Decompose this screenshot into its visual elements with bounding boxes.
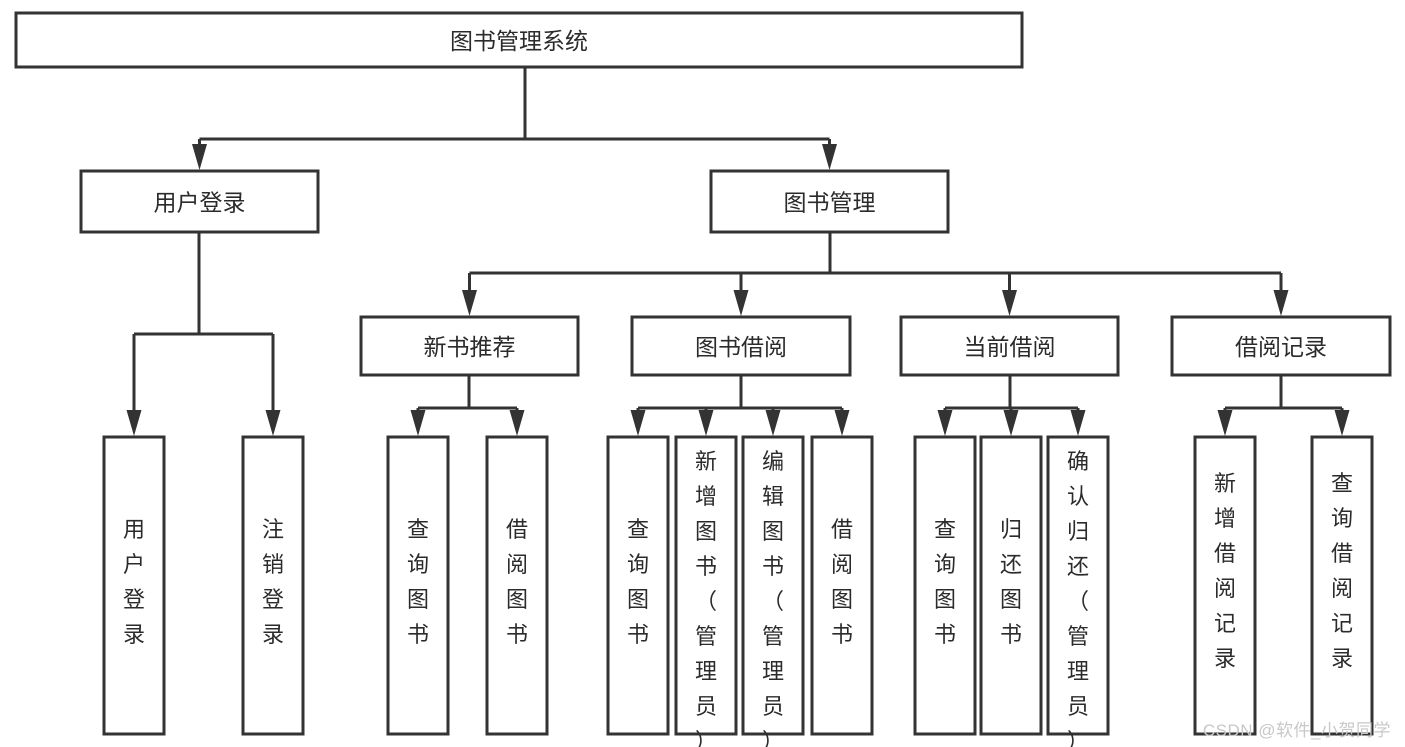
node-leaf-leaf-borrow-book-recommend[interactable]: 借阅图书 [485, 435, 549, 736]
node-leaf-leaf-user-login[interactable]: 用户登录 [102, 435, 166, 736]
node-leaf-leaf-edit-book[interactable]: 编辑图书（管理员） [741, 435, 805, 747]
node-box[interactable] [14, 11, 1024, 69]
node-box[interactable] [1170, 315, 1392, 377]
node-label: 归还图书 [1000, 517, 1022, 647]
arrow-head-icon [1334, 410, 1350, 436]
arrow-head-icon [1217, 410, 1233, 436]
node-leaf-leaf-query-book-current[interactable]: 查询图书 [913, 435, 977, 736]
arrow-head-icon [1002, 290, 1017, 316]
node-label: 新增图书（管理员） [695, 449, 717, 747]
node-label: 注销登录 [262, 517, 284, 647]
node-leaf-leaf-add-borrow-record[interactable]: 新增借阅记录 [1193, 435, 1257, 736]
node-box[interactable] [913, 435, 977, 736]
node-label: 借阅图书 [831, 517, 853, 647]
node-leaf-leaf-add-book[interactable]: 新增图书（管理员） [674, 435, 738, 747]
connector-recommend-to-leaves [410, 375, 525, 436]
connector-record-to-leaves [1217, 375, 1350, 436]
node-layer: 图书管理系统用户登录图书管理新书推荐图书借阅当前借阅借阅记录用户登录注销登录查询… [14, 11, 1392, 747]
node-leaf-leaf-query-book-borrow[interactable]: 查询图书 [606, 435, 670, 736]
connector-current-to-leaves [937, 375, 1086, 436]
node-leaf-leaf-query-book-recommend[interactable]: 查询图书 [386, 435, 450, 736]
node-box[interactable] [630, 315, 852, 377]
node-label: 查询图书 [627, 517, 649, 647]
arrow-head-icon [462, 290, 477, 316]
node-label: 确认归还（管理员） [1067, 449, 1089, 747]
node-box[interactable] [899, 315, 1120, 377]
node-label: 编辑图书（管理员） [762, 449, 784, 747]
connector-bookmgmt-to-level2 [462, 232, 1289, 316]
node-label: 图书管理 [784, 190, 876, 216]
node-label: 图书借阅 [695, 334, 787, 360]
node-box[interactable] [1310, 435, 1374, 736]
node-box[interactable] [485, 435, 549, 736]
node-label: 新增借阅记录 [1214, 471, 1236, 671]
arrow-head-icon [126, 410, 142, 436]
node-box[interactable] [979, 435, 1043, 736]
node-box[interactable] [79, 169, 320, 234]
node-box[interactable] [810, 435, 874, 736]
node-leaf-leaf-return-book[interactable]: 归还图书 [979, 435, 1043, 736]
arrow-head-icon [1070, 410, 1086, 436]
node-level2-borrow-record[interactable]: 借阅记录 [1170, 315, 1392, 377]
node-box[interactable] [241, 435, 305, 736]
node-level2-book-borrow[interactable]: 图书借阅 [630, 315, 852, 377]
arrow-head-icon [733, 290, 749, 316]
node-label: 新书推荐 [424, 334, 516, 360]
node-label: 当前借阅 [964, 334, 1056, 360]
node-box[interactable] [359, 315, 580, 377]
arrow-head-icon [698, 410, 714, 436]
node-label: 用户登录 [154, 190, 246, 216]
node-box[interactable] [1193, 435, 1257, 736]
node-level2-current-borrow[interactable]: 当前借阅 [899, 315, 1120, 377]
arrow-head-icon [822, 144, 837, 170]
arrow-head-icon [265, 410, 281, 436]
node-level1-user-login[interactable]: 用户登录 [79, 169, 320, 234]
connector-layer [126, 67, 1350, 436]
node-label: 图书管理系统 [450, 28, 588, 54]
connector-borrow-to-leaves [630, 375, 850, 436]
node-box[interactable] [674, 435, 738, 736]
node-box[interactable] [741, 435, 805, 736]
node-box[interactable] [1046, 435, 1110, 736]
node-label: 借阅图书 [506, 517, 528, 647]
node-label: 借阅记录 [1235, 334, 1327, 360]
connector-root-to-level1 [192, 67, 837, 170]
node-level2-new-book-recommend[interactable]: 新书推荐 [359, 315, 580, 377]
node-label: 用户登录 [123, 517, 145, 647]
node-leaf-leaf-confirm-return[interactable]: 确认归还（管理员） [1046, 435, 1110, 747]
csdn-watermark: CSDN @软件_小贺同学 [1202, 721, 1391, 740]
arrow-head-icon [630, 410, 646, 436]
connector-userlogin-to-leaves [126, 232, 281, 436]
arrow-head-icon [937, 410, 953, 436]
node-label: 查询借阅记录 [1331, 471, 1353, 671]
arrow-head-icon [765, 410, 781, 436]
node-leaf-leaf-user-logout[interactable]: 注销登录 [241, 435, 305, 736]
node-leaf-leaf-borrow-book[interactable]: 借阅图书 [810, 435, 874, 736]
node-box[interactable] [386, 435, 450, 736]
node-leaf-leaf-query-borrow-record[interactable]: 查询借阅记录 [1310, 435, 1374, 736]
node-level1-book-management[interactable]: 图书管理 [709, 169, 950, 234]
arrow-head-icon [1273, 290, 1289, 316]
node-box[interactable] [606, 435, 670, 736]
node-box[interactable] [709, 169, 950, 234]
arrow-head-icon [509, 410, 525, 436]
arrow-head-icon [192, 144, 207, 170]
arrow-head-icon [410, 410, 426, 436]
node-root-图书管理系统[interactable]: 图书管理系统 [14, 11, 1024, 69]
node-label: 查询图书 [934, 517, 956, 647]
node-label: 查询图书 [407, 517, 429, 647]
node-box[interactable] [102, 435, 166, 736]
arrow-head-icon [1003, 410, 1019, 436]
arrow-head-icon [834, 410, 850, 436]
